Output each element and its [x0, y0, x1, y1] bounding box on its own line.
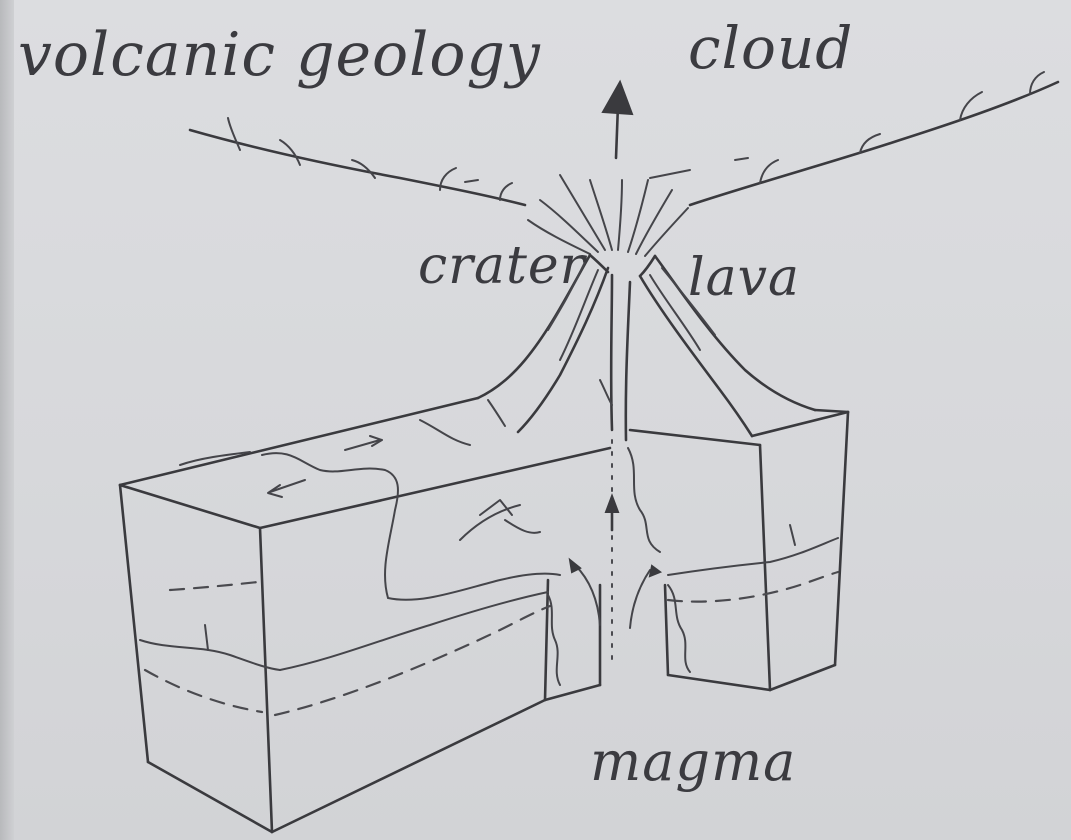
- rock-layers: [140, 420, 838, 715]
- cloud-label: cloud: [688, 14, 853, 82]
- eruption-arrow: [603, 82, 632, 158]
- lava-label: lava: [688, 248, 800, 308]
- crater-label: crater: [418, 236, 586, 296]
- diagram-title: volcanic geology: [18, 20, 541, 90]
- magma-label: magma: [590, 730, 796, 793]
